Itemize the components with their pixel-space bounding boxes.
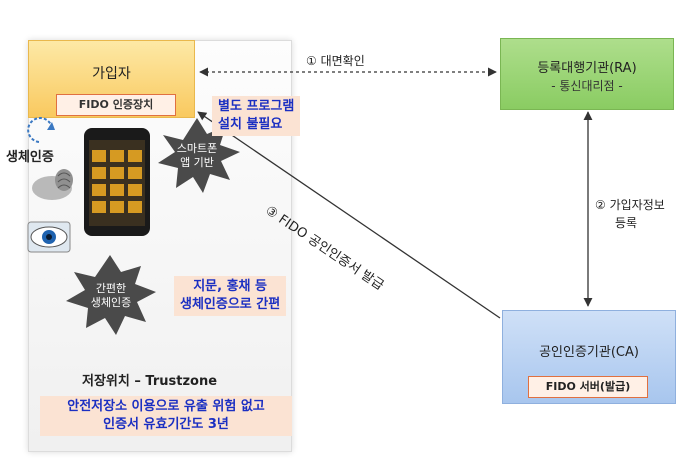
fingerprint-line1: 지문, 홍채 등 — [193, 279, 267, 294]
no-program-callout: 별도 프로그램 설치 불필요 — [212, 96, 301, 136]
fingerprint-callout: 지문, 홍채 등 생체인증으로 간편 — [174, 276, 287, 316]
user-box-title: 가입자 — [92, 66, 131, 82]
starburst-smartphone-text: 스마트폰 앱 기반 — [172, 142, 222, 170]
starburst-simple-text: 간편한 생체인증 — [86, 282, 136, 310]
fingerprint-icon — [32, 169, 73, 200]
smartphone-starburst — [158, 118, 240, 193]
starburst-simple-line2: 생체인증 — [90, 296, 132, 309]
storage-label: 저장위치 – Trustzone — [82, 374, 218, 389]
smartphone-icon — [84, 128, 150, 236]
fingerprint-line2: 생체인증으로 간편 — [180, 297, 281, 312]
ca-box-title: 공인인증기관(CA) — [539, 345, 639, 360]
biometric-label: 생체인증 — [6, 150, 54, 165]
face-to-face-label: ① 대면확인 — [306, 54, 365, 68]
ra-box-subtitle: - 통신대리점 - — [551, 79, 623, 93]
safe-storage-callout: 안전저장소 이용으로 유출 위험 없고 인증서 유효기간도 3년 — [40, 396, 292, 436]
issue-arrow — [197, 111, 501, 319]
ra-box: 등록대행기관(RA) - 통신대리점 - — [500, 38, 674, 110]
biometric-cycle-icon — [27, 117, 53, 143]
no-program-line1: 별도 프로그램 — [218, 99, 295, 114]
safe-storage-line1: 안전저장소 이용으로 유출 위험 없고 — [67, 399, 265, 414]
user-info-label-line2: 등록 — [615, 216, 638, 230]
starburst-smartphone-line2: 앱 기반 — [180, 156, 214, 169]
fido-device-badge: FIDO 인증장치 — [56, 94, 176, 116]
safe-storage-line2: 인증서 유효기간도 3년 — [103, 417, 229, 432]
no-program-line2: 설치 불필요 — [218, 117, 283, 132]
starburst-simple-line1: 간편한 — [95, 282, 127, 295]
user-info-label-line1: ② 가입자정보 — [595, 198, 665, 212]
fido-server-badge: FIDO 서버(발급) — [528, 376, 648, 398]
ra-box-title: 등록대행기관(RA) — [537, 61, 637, 76]
simple-biometric-starburst — [66, 255, 156, 335]
iris-icon — [27, 221, 71, 253]
starburst-smartphone-line1: 스마트폰 — [176, 142, 218, 155]
